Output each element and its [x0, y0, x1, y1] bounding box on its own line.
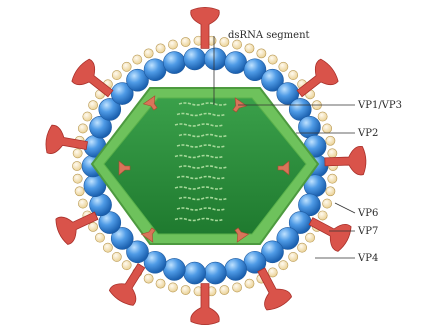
vp7-bead [88, 222, 97, 231]
vp7-bead [298, 243, 307, 252]
vp7-bead [279, 261, 288, 270]
vp7-bead [103, 243, 112, 252]
vp7-bead [78, 124, 87, 133]
vp7-bead [232, 40, 241, 49]
vp6-sphere [184, 48, 206, 70]
vp7-bead [168, 40, 177, 49]
vp7-bead [144, 274, 153, 283]
vp6-sphere [204, 262, 226, 284]
vp6-sphere [204, 48, 226, 70]
vp7-bead [88, 101, 97, 110]
vp6-sphere [163, 52, 185, 74]
vp7-bead [168, 283, 177, 292]
vp7-bead [72, 161, 81, 170]
vp7-bead [305, 233, 314, 242]
vp7-bead [323, 199, 332, 208]
vp7-bead [232, 283, 241, 292]
vp6-sphere [184, 262, 206, 284]
vp7-bead [156, 279, 165, 288]
label-vp2: VP2 [357, 128, 378, 139]
vp7-bead [95, 233, 104, 242]
vp7-bead [78, 199, 87, 208]
vp7-bead [156, 44, 165, 53]
vp6-sphere [298, 116, 320, 138]
vp7-bead [326, 136, 335, 145]
vp7-bead [245, 44, 254, 53]
vp7-bead [268, 55, 277, 64]
vp7-bead [268, 268, 277, 277]
label-vp1-vp3: VP1/VP3 [357, 100, 402, 111]
vp6-sphere [144, 59, 166, 81]
vp7-bead [220, 285, 229, 294]
vp7-bead [75, 187, 84, 196]
vp7-bead [83, 112, 92, 121]
vp7-bead [73, 149, 82, 158]
vp6-sphere [225, 52, 247, 74]
vp7-bead [289, 252, 298, 261]
label-dsrna-segment: dsRNA segment [228, 30, 310, 41]
label-vp4: VP4 [357, 253, 378, 264]
vp7-bead [328, 174, 337, 183]
vp7-bead [289, 70, 298, 79]
vp7-bead [122, 62, 131, 71]
vp7-bead [112, 252, 121, 261]
vp7-bead [323, 124, 332, 133]
vp7-bead [133, 55, 142, 64]
vp7-bead [245, 279, 254, 288]
vp7-bead [279, 62, 288, 71]
vp7-bead [257, 49, 266, 58]
vp7-bead [318, 211, 327, 220]
vp7-bead [328, 149, 337, 158]
vp7-bead [181, 285, 190, 294]
vp7-bead [112, 70, 121, 79]
vp6-sphere [225, 258, 247, 280]
vp7-bead [318, 112, 327, 121]
vp7-bead [181, 37, 190, 46]
vp7-bead [122, 261, 131, 270]
vp6-sphere [163, 258, 185, 280]
vp7-bead [73, 174, 82, 183]
vp7-bead [144, 49, 153, 58]
vp7-bead [326, 187, 335, 196]
label-vp7: VP7 [357, 226, 378, 237]
label-vp6: VP6 [357, 208, 378, 219]
